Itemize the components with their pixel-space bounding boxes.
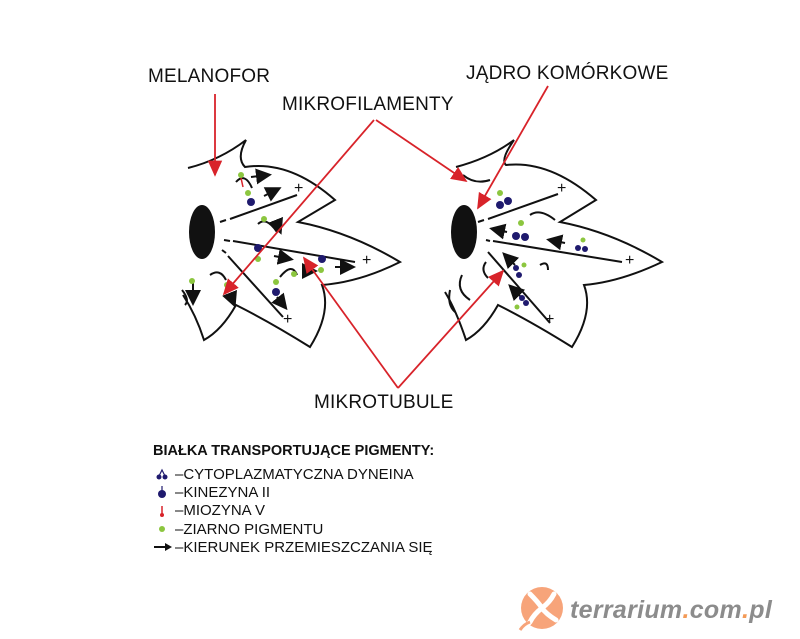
logo-name: terrarium bbox=[570, 595, 683, 624]
legend: BIAŁKA TRANSPORTUJĄCE PIGMENTY: –CYTOPLA… bbox=[153, 443, 434, 556]
logo-text: terrarium.com.pl bbox=[570, 596, 772, 625]
kinesin-icon bbox=[158, 486, 166, 499]
arrow-right-icon bbox=[154, 543, 172, 552]
microtubule bbox=[223, 239, 356, 263]
label-mikrotubule: MIKROTUBULE bbox=[314, 392, 454, 413]
gecko-logo-icon bbox=[518, 587, 563, 636]
legend-item: –CYTOPLAZMATYCZNA DYNEINA bbox=[153, 465, 434, 483]
legend-item: –KIERUNEK PRZEMIESZCZANIA SIĘ bbox=[153, 538, 434, 556]
microtubule bbox=[219, 194, 298, 223]
legend-title: BIAŁKA TRANSPORTUJĄCE PIGMENTY: bbox=[153, 443, 435, 459]
microtubule bbox=[487, 251, 551, 324]
myosin-icon bbox=[160, 505, 164, 517]
pigment-granule-icon bbox=[159, 526, 165, 533]
melanophore-aggregated bbox=[444, 139, 665, 349]
nucleus bbox=[189, 205, 215, 259]
cell-outline bbox=[444, 139, 665, 349]
legend-label: –KIERUNEK PRZEMIESZCZANIA SIĘ bbox=[175, 538, 433, 556]
logo-com: com bbox=[689, 595, 743, 624]
legend-label: –CYTOPLAZMATYCZNA DYNEINA bbox=[175, 465, 414, 483]
motor-proteins-left bbox=[189, 172, 326, 296]
legend-label: –KINEZYNA II bbox=[175, 483, 271, 501]
nucleus bbox=[451, 205, 477, 259]
legend-item: –KINEZYNA II bbox=[153, 483, 434, 501]
legend-item: –MIOZYNA V bbox=[153, 502, 434, 520]
plus-end: + bbox=[362, 252, 372, 269]
label-jadro: JĄDRO KOMÓRKOWE bbox=[466, 63, 669, 84]
terrarium-logo: terrarium.com.pl bbox=[516, 584, 772, 636]
label-mikrofilamenty: MIKROFILAMENTY bbox=[282, 94, 454, 115]
pointer-lines bbox=[207, 85, 549, 389]
legend-label: –MIOZYNA V bbox=[175, 502, 266, 520]
plus-end: + bbox=[625, 252, 635, 269]
legend-label: –ZIARNO PIGMENTU bbox=[175, 520, 324, 538]
plus-end: + bbox=[283, 311, 293, 328]
cell-outline bbox=[182, 139, 403, 349]
plus-end: + bbox=[557, 180, 567, 197]
motor-proteins-right bbox=[496, 190, 588, 310]
microtubule bbox=[485, 239, 623, 263]
logo-tld: pl bbox=[749, 595, 773, 624]
plus-end: + bbox=[294, 180, 304, 197]
microtubule bbox=[477, 193, 559, 223]
legend-item: –ZIARNO PIGMENTU bbox=[153, 520, 434, 538]
label-melanofor: MELANOFOR bbox=[148, 66, 271, 87]
logo-dot: . bbox=[682, 595, 690, 624]
dynein-icon bbox=[156, 468, 168, 480]
plus-end: + bbox=[545, 311, 555, 328]
logo-dot: . bbox=[742, 595, 750, 624]
